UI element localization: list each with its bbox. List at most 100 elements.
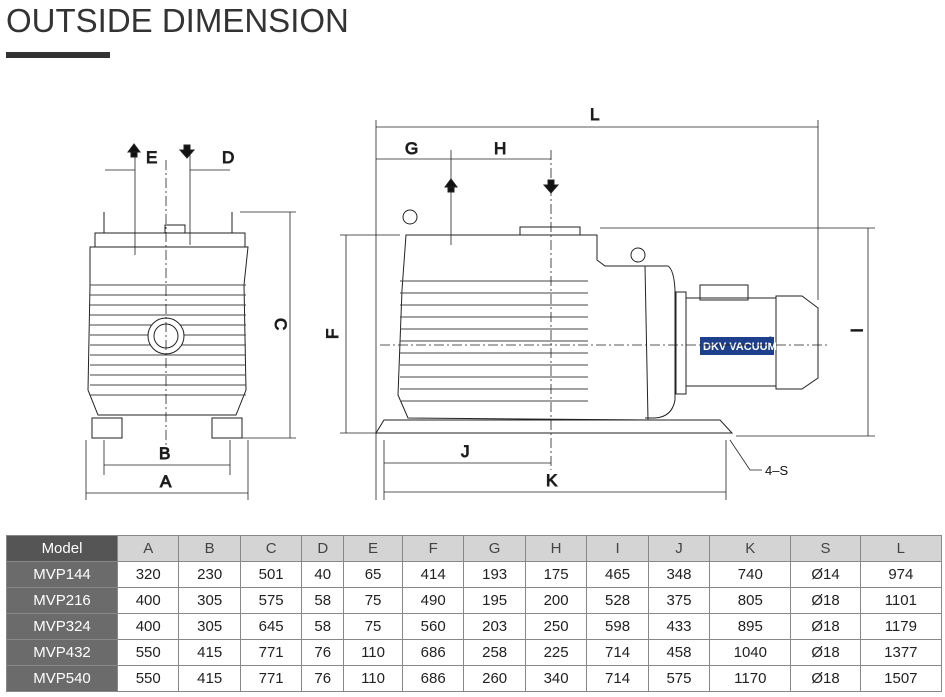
dimension-cell: Ø18 xyxy=(790,665,861,692)
dimension-cell: 528 xyxy=(586,587,649,614)
model-name-cell: MVP432 xyxy=(6,639,118,666)
dimension-cell: 75 xyxy=(343,587,403,614)
dimension-cell: 320 xyxy=(116,561,180,588)
dimension-cell: 645 xyxy=(239,613,303,640)
dimension-cell: 110 xyxy=(343,639,403,666)
dimension-cell: 58 xyxy=(301,613,345,640)
column-header-h: H xyxy=(524,535,588,562)
column-header-l: L xyxy=(859,535,943,562)
dimension-cell: 195 xyxy=(463,587,526,614)
dimension-cell: 1507 xyxy=(859,665,943,692)
dimension-cell: 560 xyxy=(401,613,465,640)
brand-logo-text: DKV VACUUM xyxy=(703,341,777,353)
dimension-cell: Ø14 xyxy=(790,561,861,588)
dimension-cell: 305 xyxy=(178,587,241,614)
column-header-model: Model xyxy=(6,535,118,562)
dimension-cell: 65 xyxy=(343,561,403,588)
label-D: D xyxy=(222,148,234,167)
dimension-cell: 415 xyxy=(178,665,241,692)
dimension-cell: 260 xyxy=(463,665,526,692)
label-S: 4–S xyxy=(765,463,788,478)
pump-front-view xyxy=(87,212,249,439)
dimension-cell: 305 xyxy=(178,613,241,640)
column-header-s: S xyxy=(790,535,861,562)
dimension-cell: Ø18 xyxy=(790,639,861,666)
dimension-cell: 740 xyxy=(709,561,792,588)
dimension-cell: 714 xyxy=(586,665,649,692)
dimension-cell: 258 xyxy=(463,639,526,666)
dimension-cell: 771 xyxy=(239,665,303,692)
dimension-cell: 895 xyxy=(709,613,792,640)
dimension-cell: 414 xyxy=(401,561,465,588)
dimension-cell: 40 xyxy=(301,561,345,588)
label-B: B xyxy=(159,444,170,463)
dimension-cell: 400 xyxy=(116,587,180,614)
dimension-cell: 1040 xyxy=(709,639,792,666)
dimension-cell: 250 xyxy=(524,613,588,640)
inlet-arrow-icon-side xyxy=(444,178,458,193)
model-name-cell: MVP144 xyxy=(6,561,118,588)
registered-mark: ® xyxy=(767,335,774,345)
dimension-cell: 203 xyxy=(463,613,526,640)
dimension-cell: 1179 xyxy=(859,613,943,640)
column-header-g: G xyxy=(463,535,526,562)
column-header-d: D xyxy=(301,535,345,562)
label-G: G xyxy=(405,139,418,158)
dimension-drawing: E D C B A DKV VACUUM ® xyxy=(85,105,875,500)
outlet-arrow-icon-side xyxy=(542,179,560,194)
brand-plate xyxy=(700,337,774,355)
dimension-cell: 550 xyxy=(116,665,180,692)
dimension-cell: 200 xyxy=(524,587,588,614)
label-E: E xyxy=(146,148,157,167)
dimension-cell: 193 xyxy=(463,561,526,588)
label-A: A xyxy=(160,472,172,491)
column-header-f: F xyxy=(401,535,465,562)
dimension-cell: 550 xyxy=(116,639,180,666)
label-J: J xyxy=(461,442,470,461)
outlet-arrow-icon xyxy=(178,144,196,159)
column-header-a: A xyxy=(116,535,180,562)
dimension-cell: 340 xyxy=(524,665,588,692)
dimension-cell: 575 xyxy=(647,665,711,692)
label-K: K xyxy=(546,471,558,490)
dimension-cell: Ø18 xyxy=(790,613,861,640)
label-F: F xyxy=(323,329,342,339)
dimension-cell: 771 xyxy=(239,639,303,666)
label-L: L xyxy=(590,105,599,124)
dimension-cell: 375 xyxy=(647,587,711,614)
dimension-cell: 76 xyxy=(301,665,345,692)
dimension-cell: 348 xyxy=(647,561,711,588)
dimension-cell: 686 xyxy=(401,639,465,666)
dimension-cell: 1377 xyxy=(859,639,943,666)
dimension-cell: 1170 xyxy=(709,665,792,692)
column-header-j: J xyxy=(647,535,711,562)
dimension-cell: 433 xyxy=(647,613,711,640)
page-title: OUTSIDE DIMENSION xyxy=(6,2,349,39)
dimension-cell: 400 xyxy=(116,613,180,640)
pump-side-view xyxy=(375,209,819,434)
label-C: C xyxy=(271,318,290,330)
dimension-cell: 76 xyxy=(301,639,345,666)
title-underline xyxy=(6,52,110,58)
dimension-cell: 805 xyxy=(709,587,792,614)
dimension-cell: 575 xyxy=(239,587,303,614)
dimension-cell: 714 xyxy=(586,639,649,666)
dimension-cell: 1101 xyxy=(859,587,943,614)
column-header-c: C xyxy=(239,535,303,562)
dimension-cell: 225 xyxy=(524,639,588,666)
model-name-cell: MVP540 xyxy=(6,665,118,692)
label-H: H xyxy=(494,139,506,158)
column-header-k: K xyxy=(709,535,792,562)
dimension-cell: 465 xyxy=(586,561,649,588)
dimension-cell: 110 xyxy=(343,665,403,692)
dimension-cell: 175 xyxy=(524,561,588,588)
model-name-cell: MVP324 xyxy=(6,613,118,640)
dimension-cell: 490 xyxy=(401,587,465,614)
dimension-cell: 75 xyxy=(343,613,403,640)
column-header-i: I xyxy=(586,535,649,562)
